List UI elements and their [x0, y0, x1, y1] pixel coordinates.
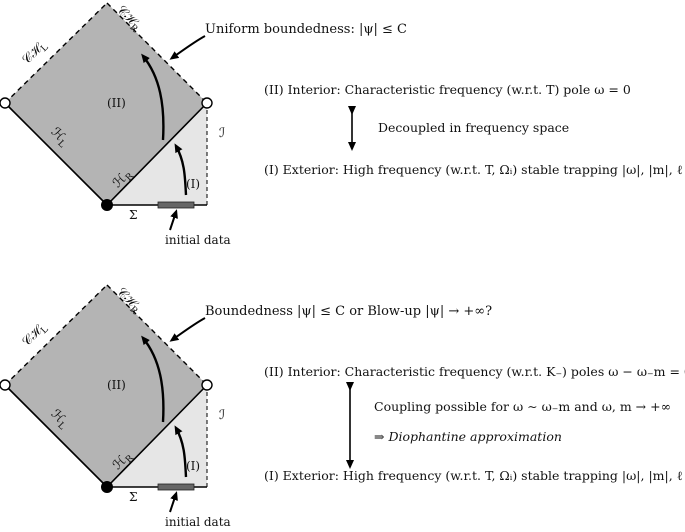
initial-data-bar-bottom	[157, 483, 195, 491]
vertex-bottom-top	[101, 199, 113, 211]
label-region-ii-top: (II)	[107, 96, 126, 110]
cauchy-horizon-right-bottom	[106, 284, 208, 386]
label-initial-data-bottom: initial data	[165, 515, 231, 529]
arrow-boundedness-top	[169, 35, 206, 60]
arrow-interior-bottom	[141, 335, 165, 423]
label-sigma-bottom: Σ	[129, 490, 137, 504]
label-boundedness-top: Uniform boundedness: |ψ| ≤ C	[205, 22, 407, 37]
arrow-interior-top	[141, 53, 165, 141]
cauchy-horizon-right-top	[106, 2, 208, 104]
arrow-boundedness-bottom	[169, 317, 206, 342]
initial-data-bar-top	[157, 201, 195, 209]
label-region-i-bottom: (I)	[186, 459, 200, 473]
cauchy-horizon-left-top	[4, 2, 108, 104]
interior-note-bottom: (II) Interior: Characteristic frequency …	[264, 364, 685, 379]
vertex-left-bottom	[0, 379, 11, 391]
frequency-notes-bottom: (II) Interior: Characteristic frequency …	[264, 364, 685, 483]
label-sigma-top: Σ	[129, 208, 137, 222]
horizon-left-bottom	[4, 384, 108, 488]
label-region-ii-bottom: (II)	[107, 378, 126, 392]
exterior-note-bottom: (I) Exterior: High frequency (w.r.t. T, …	[264, 468, 685, 483]
label-scri-top: ℐ	[219, 126, 225, 141]
label-h-left-bottom: ℋL	[46, 407, 71, 432]
horizon-right-top	[106, 102, 208, 206]
vertex-bottom-bottom	[101, 481, 113, 493]
vertex-right-top	[201, 97, 213, 109]
label-initial-data-top: initial data	[165, 233, 231, 247]
horizon-right-bottom	[106, 384, 208, 488]
vertex-right-bottom	[201, 379, 213, 391]
arrow-initial-data-bottom	[169, 491, 178, 513]
label-boundedness-bottom: Boundedness |ψ| ≤ C or Blow-up |ψ| → +∞?	[205, 304, 492, 319]
arrow-initial-data-top	[169, 209, 178, 231]
diophantine-note-bottom: ⇒ Diophantine approximation	[374, 429, 562, 444]
vertex-left-top	[0, 97, 11, 109]
label-scri-bottom: ℐ	[219, 408, 225, 423]
interior-note-top: (II) Interior: Characteristic frequency …	[264, 82, 631, 97]
exterior-note-top: (I) Exterior: High frequency (w.r.t. T, …	[264, 162, 685, 177]
arrow-exterior-bottom	[174, 425, 188, 478]
frequency-notes-top: (II) Interior: Characteristic frequency …	[264, 82, 685, 177]
horizon-left-top	[4, 102, 108, 206]
label-region-i-top: (I)	[186, 177, 200, 191]
cauchy-horizon-left-bottom	[4, 284, 108, 386]
label-h-left-top: ℋL	[46, 125, 71, 150]
penrose-diagram-bottom: 𝒞ℋR 𝒞ℋL ℋL ℋR ℐ Σ (II) (I) initial data …	[0, 284, 492, 529]
coupling-note-bottom: Coupling possible for ω ∼ ω₋m and ω, m →…	[374, 399, 671, 414]
penrose-diagram-top: 𝒞ℋR 𝒞ℋL ℋL ℋR ℐ Σ (II) (I) initial data …	[0, 2, 407, 247]
arrow-exterior-top	[174, 143, 188, 196]
coupling-note-top: Decoupled in frequency space	[378, 120, 569, 135]
